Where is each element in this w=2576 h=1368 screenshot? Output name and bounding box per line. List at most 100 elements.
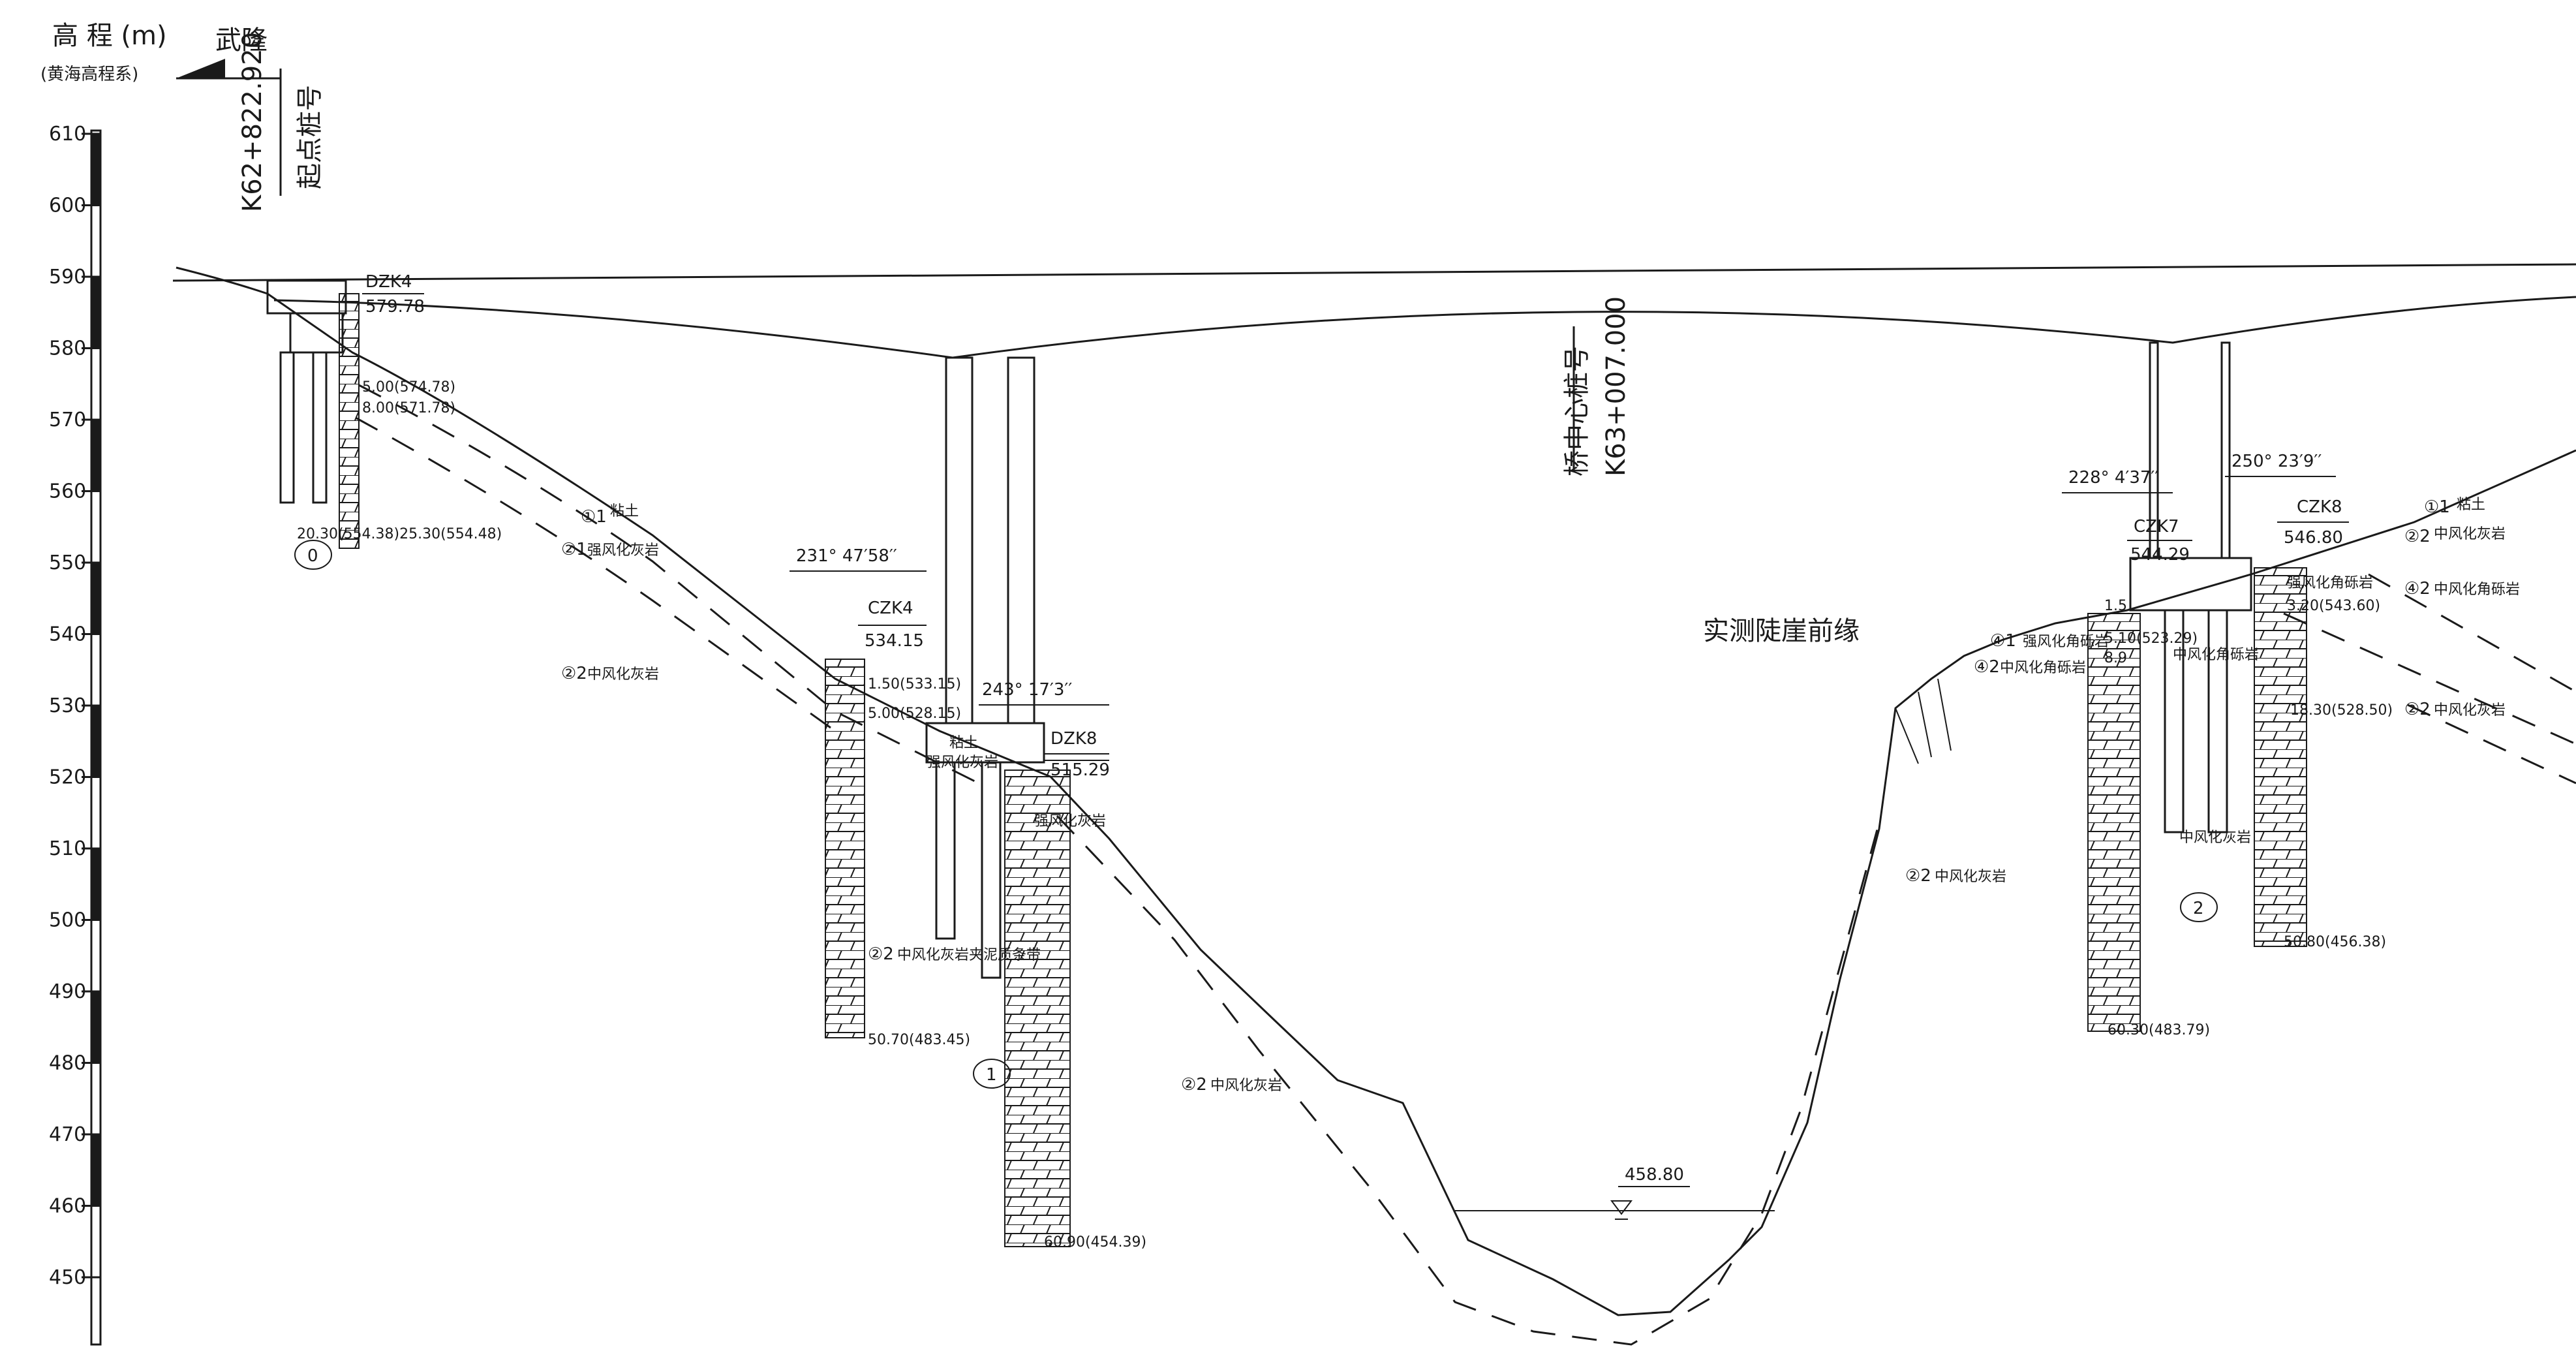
scale-tick-label: 570 (49, 409, 86, 431)
pier-2-column (2129, 341, 2252, 833)
bridge-deck (172, 263, 2576, 359)
depth-mark: 50.80(456.38) (2284, 934, 2386, 950)
borehole-name: DZK8 (1050, 729, 1097, 749)
stratum-name: 中风化角砾岩 (2173, 647, 2259, 663)
pier-angle: 231° 47′58′′ (796, 546, 897, 566)
start-station-block: 武隆 K62+822.920 起点桩号 (176, 25, 325, 212)
pier-number: 2 (2193, 899, 2204, 918)
stratum-mark: ②2 (2404, 527, 2430, 546)
stratum-name: 中风化角砾岩 (2434, 582, 2520, 598)
depth-mark: 18.30(528.50) (2290, 702, 2393, 719)
stratum-name: 粘土 (610, 503, 639, 520)
borehole-dzk4: DZK4 579.78 5.00(574.78) 8.00(571.78) 20… (297, 272, 502, 549)
scale-tick-label: 550 (49, 552, 86, 574)
scale-tick-label: 530 (49, 694, 86, 717)
borehole-name: DZK4 (365, 272, 412, 292)
stratum-mark: ②2 (561, 664, 587, 683)
pier-angle: 228° 4′37′′ (2068, 468, 2158, 488)
scale-tick-label: 470 (49, 1123, 86, 1146)
scale-tick-label: 610 (49, 123, 86, 146)
scale-tick-label: 590 (49, 266, 86, 288)
borehole-elev: 544.29 (2130, 545, 2190, 565)
scale-segment (91, 420, 100, 491)
borehole-czk7: CZK7 544.29 1.5 5.10(523.29) 8.9 60.30(4… (2087, 517, 2210, 1038)
depth-mark: 60.90(454.39) (1044, 1234, 1146, 1251)
scale-segment (91, 134, 100, 206)
stratum-name: 强风化灰岩 (927, 754, 998, 771)
water-level-value: 458.80 (1625, 1165, 1684, 1185)
start-station-label: 起点桩号 (295, 85, 325, 189)
scale-tick-label: 500 (49, 909, 86, 932)
depth-mark: 5.10(523.29) (2104, 630, 2198, 647)
scale-tick-label: 560 (49, 480, 86, 503)
start-station: K62+822.920 (238, 32, 268, 212)
borehole-elev: 515.29 (1050, 760, 1110, 780)
stratum-name: 中风化灰岩 (587, 666, 659, 683)
stratum-name: 强风化灰岩 (587, 542, 659, 559)
cliff-label: 实测陡崖前缘 (1703, 616, 1860, 646)
stratum-name: 粘土 (949, 735, 978, 751)
depth-mark: 3.20(543.60) (2287, 598, 2380, 614)
pier-1-column (925, 356, 1045, 979)
borehole-elev: 534.15 (865, 631, 924, 651)
stratum-mark: ②1 (561, 540, 587, 559)
stratum-name: 强风化灰岩 (1034, 813, 1106, 830)
center-station-block: 桥中心桩号 K63+007.000 (1562, 296, 1631, 476)
direction-arrow-icon (176, 59, 225, 78)
pier-number: 0 (307, 546, 318, 566)
stratum-mark: ①1 (581, 507, 607, 527)
stratum-mark: ②2 (1181, 1075, 1207, 1095)
stratum-mark: ④2 (2404, 579, 2430, 598)
borehole-elev: 546.80 (2284, 528, 2343, 548)
abutment-0 (266, 279, 347, 504)
stratum-mark: ②2 (2404, 700, 2430, 719)
borehole-name: CZK7 (2134, 517, 2179, 536)
elevation-scale: 高 程 (m) (黄海高程系) 610 600 590 580 570 560 550 540… (40, 21, 167, 1346)
axis-title: 高 程 (m) (52, 21, 167, 51)
scale-segment (91, 991, 100, 1063)
scale-tick-label: 540 (49, 623, 86, 646)
borehole-czk4: CZK4 534.15 1.50(533.15) 5.00(528.15) 50… (825, 598, 970, 1048)
borehole-name: CZK4 (868, 598, 913, 618)
depth-mark: 60.30(483.79) (2108, 1022, 2210, 1038)
stratum-mark: ④2 (1974, 657, 2000, 677)
borehole-name: CZK8 (2297, 497, 2342, 517)
scale-tick-label: 580 (49, 337, 86, 360)
borehole-elev: 579.78 (365, 297, 425, 317)
water-level: 458.80 (1610, 1165, 1690, 1220)
scale-tick-label: 460 (49, 1195, 86, 1218)
stratum-name: 强风化角砾岩 (2023, 634, 2109, 650)
pier-number: 1 (986, 1065, 997, 1085)
stratum-name: 中风化角砾岩 (2000, 660, 2086, 676)
scale-tick-label: 490 (49, 980, 86, 1003)
scale-segment (91, 706, 100, 777)
borehole-dzk8: DZK8 515.29 60.90(454.39) (1004, 729, 1146, 1251)
borehole-czk8: CZK8 546.80 3.20(543.60) 18.30(528.50) 5… (2254, 497, 2393, 950)
scale-tick-label: 510 (49, 837, 86, 860)
scale-segment (91, 563, 100, 634)
axis-subtitle: (黄海高程系) (40, 65, 138, 84)
depth-mark: 8.9 (2104, 650, 2127, 666)
depth-mark: 1.50(533.15) (868, 676, 961, 692)
stratum-name: 粘土 (2457, 497, 2485, 513)
stratum-name: 中风化灰岩 (2434, 702, 2506, 719)
stratum-name: 中风化灰岩夹泥质条带 (897, 947, 1041, 963)
stratum-mark: ①1 (2424, 497, 2450, 517)
scale-ticks: 6106005905805705605505405305205105004904… (49, 123, 100, 1289)
stratum-name: 中风化灰岩 (1210, 1078, 1282, 1094)
scale-segment (91, 1134, 100, 1206)
center-station: K63+007.000 (1601, 296, 1631, 476)
center-station-label: 桥中心桩号 (1562, 346, 1592, 476)
stratum-mark: ④1 (1990, 631, 2016, 651)
scale-tick-label: 450 (49, 1266, 86, 1289)
scale-tick-label: 600 (49, 194, 86, 217)
stratum-mark: ②2 (1905, 866, 1931, 886)
scale-tick-label: 480 (49, 1052, 86, 1075)
pier-angle: 250° 23′9′′ (2231, 452, 2322, 471)
depth-mark: 8.00(571.78) (362, 400, 455, 416)
depth-mark: 20.30(554.38)25.30(554.48) (297, 526, 502, 542)
pier-angles: 231° 47′58′′ 243° 17′3′′ 228° 4′37′′ 250… (790, 452, 2336, 706)
depth-mark: 5.00(574.78) (362, 379, 455, 396)
stratum-name: 中风化灰岩 (1935, 869, 2006, 885)
